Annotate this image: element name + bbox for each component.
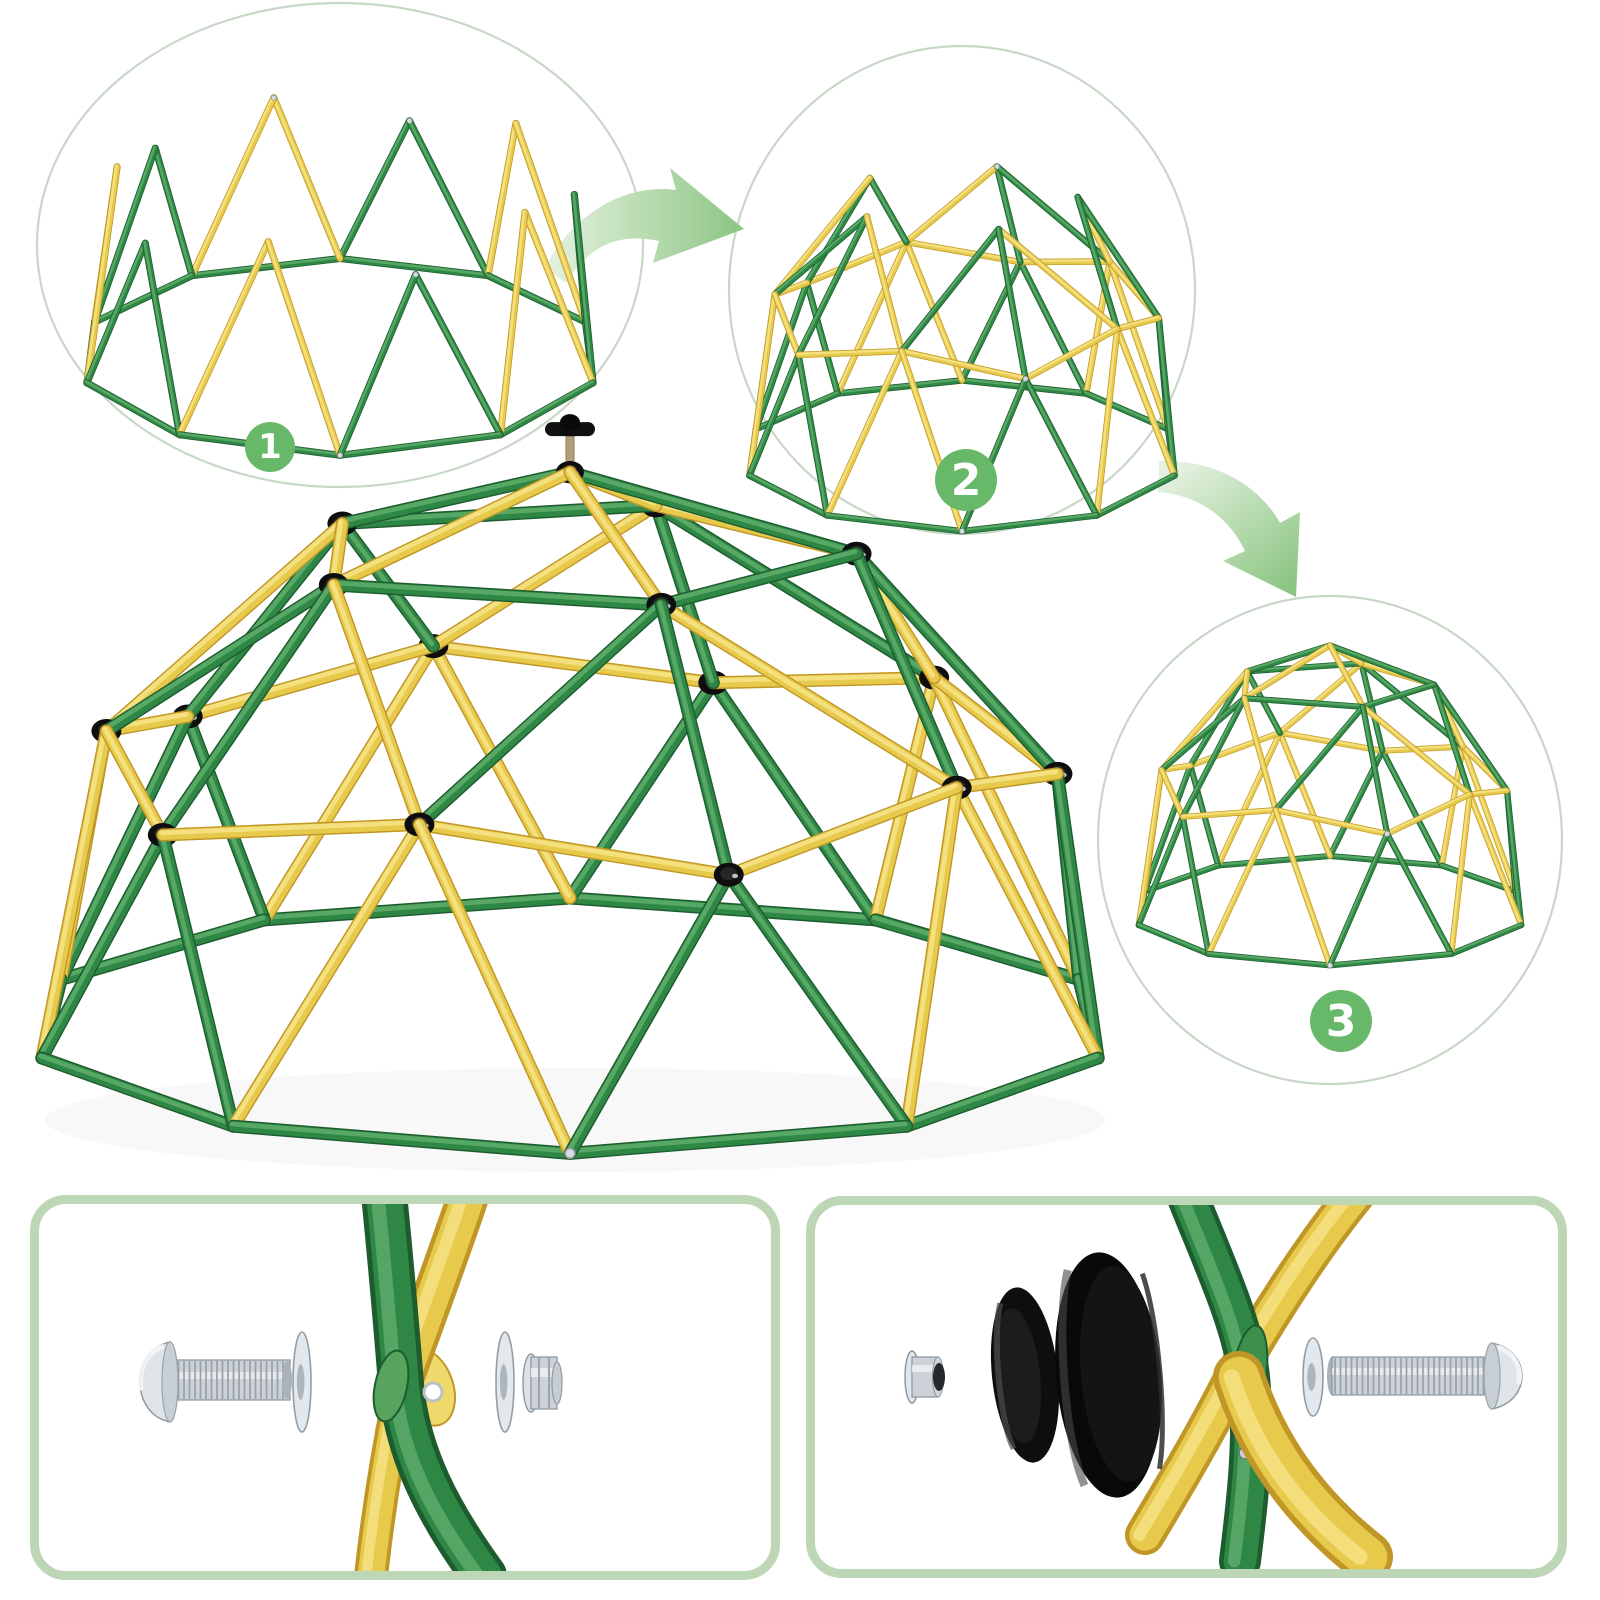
capnut-cover-bolt-illustration <box>904 1205 1523 1569</box>
bolt-washer-nut-illustration <box>137 1204 563 1571</box>
step-3-badge: 3 <box>1310 990 1372 1052</box>
ground-shadow <box>45 1068 1105 1172</box>
step-1-circle <box>35 1 645 489</box>
hardware-detail-panel-capnut-cover-bolt <box>806 1196 1567 1578</box>
curved-arrow-step2-to-step3-icon <box>1158 460 1300 597</box>
step-2-badge: 2 <box>935 449 997 511</box>
hardware-detail-panel-bolt-washer-nut <box>30 1195 780 1580</box>
product-main-image <box>35 414 1105 1160</box>
step-1-badge: 1 <box>245 422 295 472</box>
curved-arrow-step1-to-step2-icon <box>545 168 744 283</box>
step-3-complete-dome-illustration <box>1135 642 1525 969</box>
step-3-circle <box>1096 594 1564 1086</box>
step-1-base-ring-illustration <box>83 94 597 459</box>
